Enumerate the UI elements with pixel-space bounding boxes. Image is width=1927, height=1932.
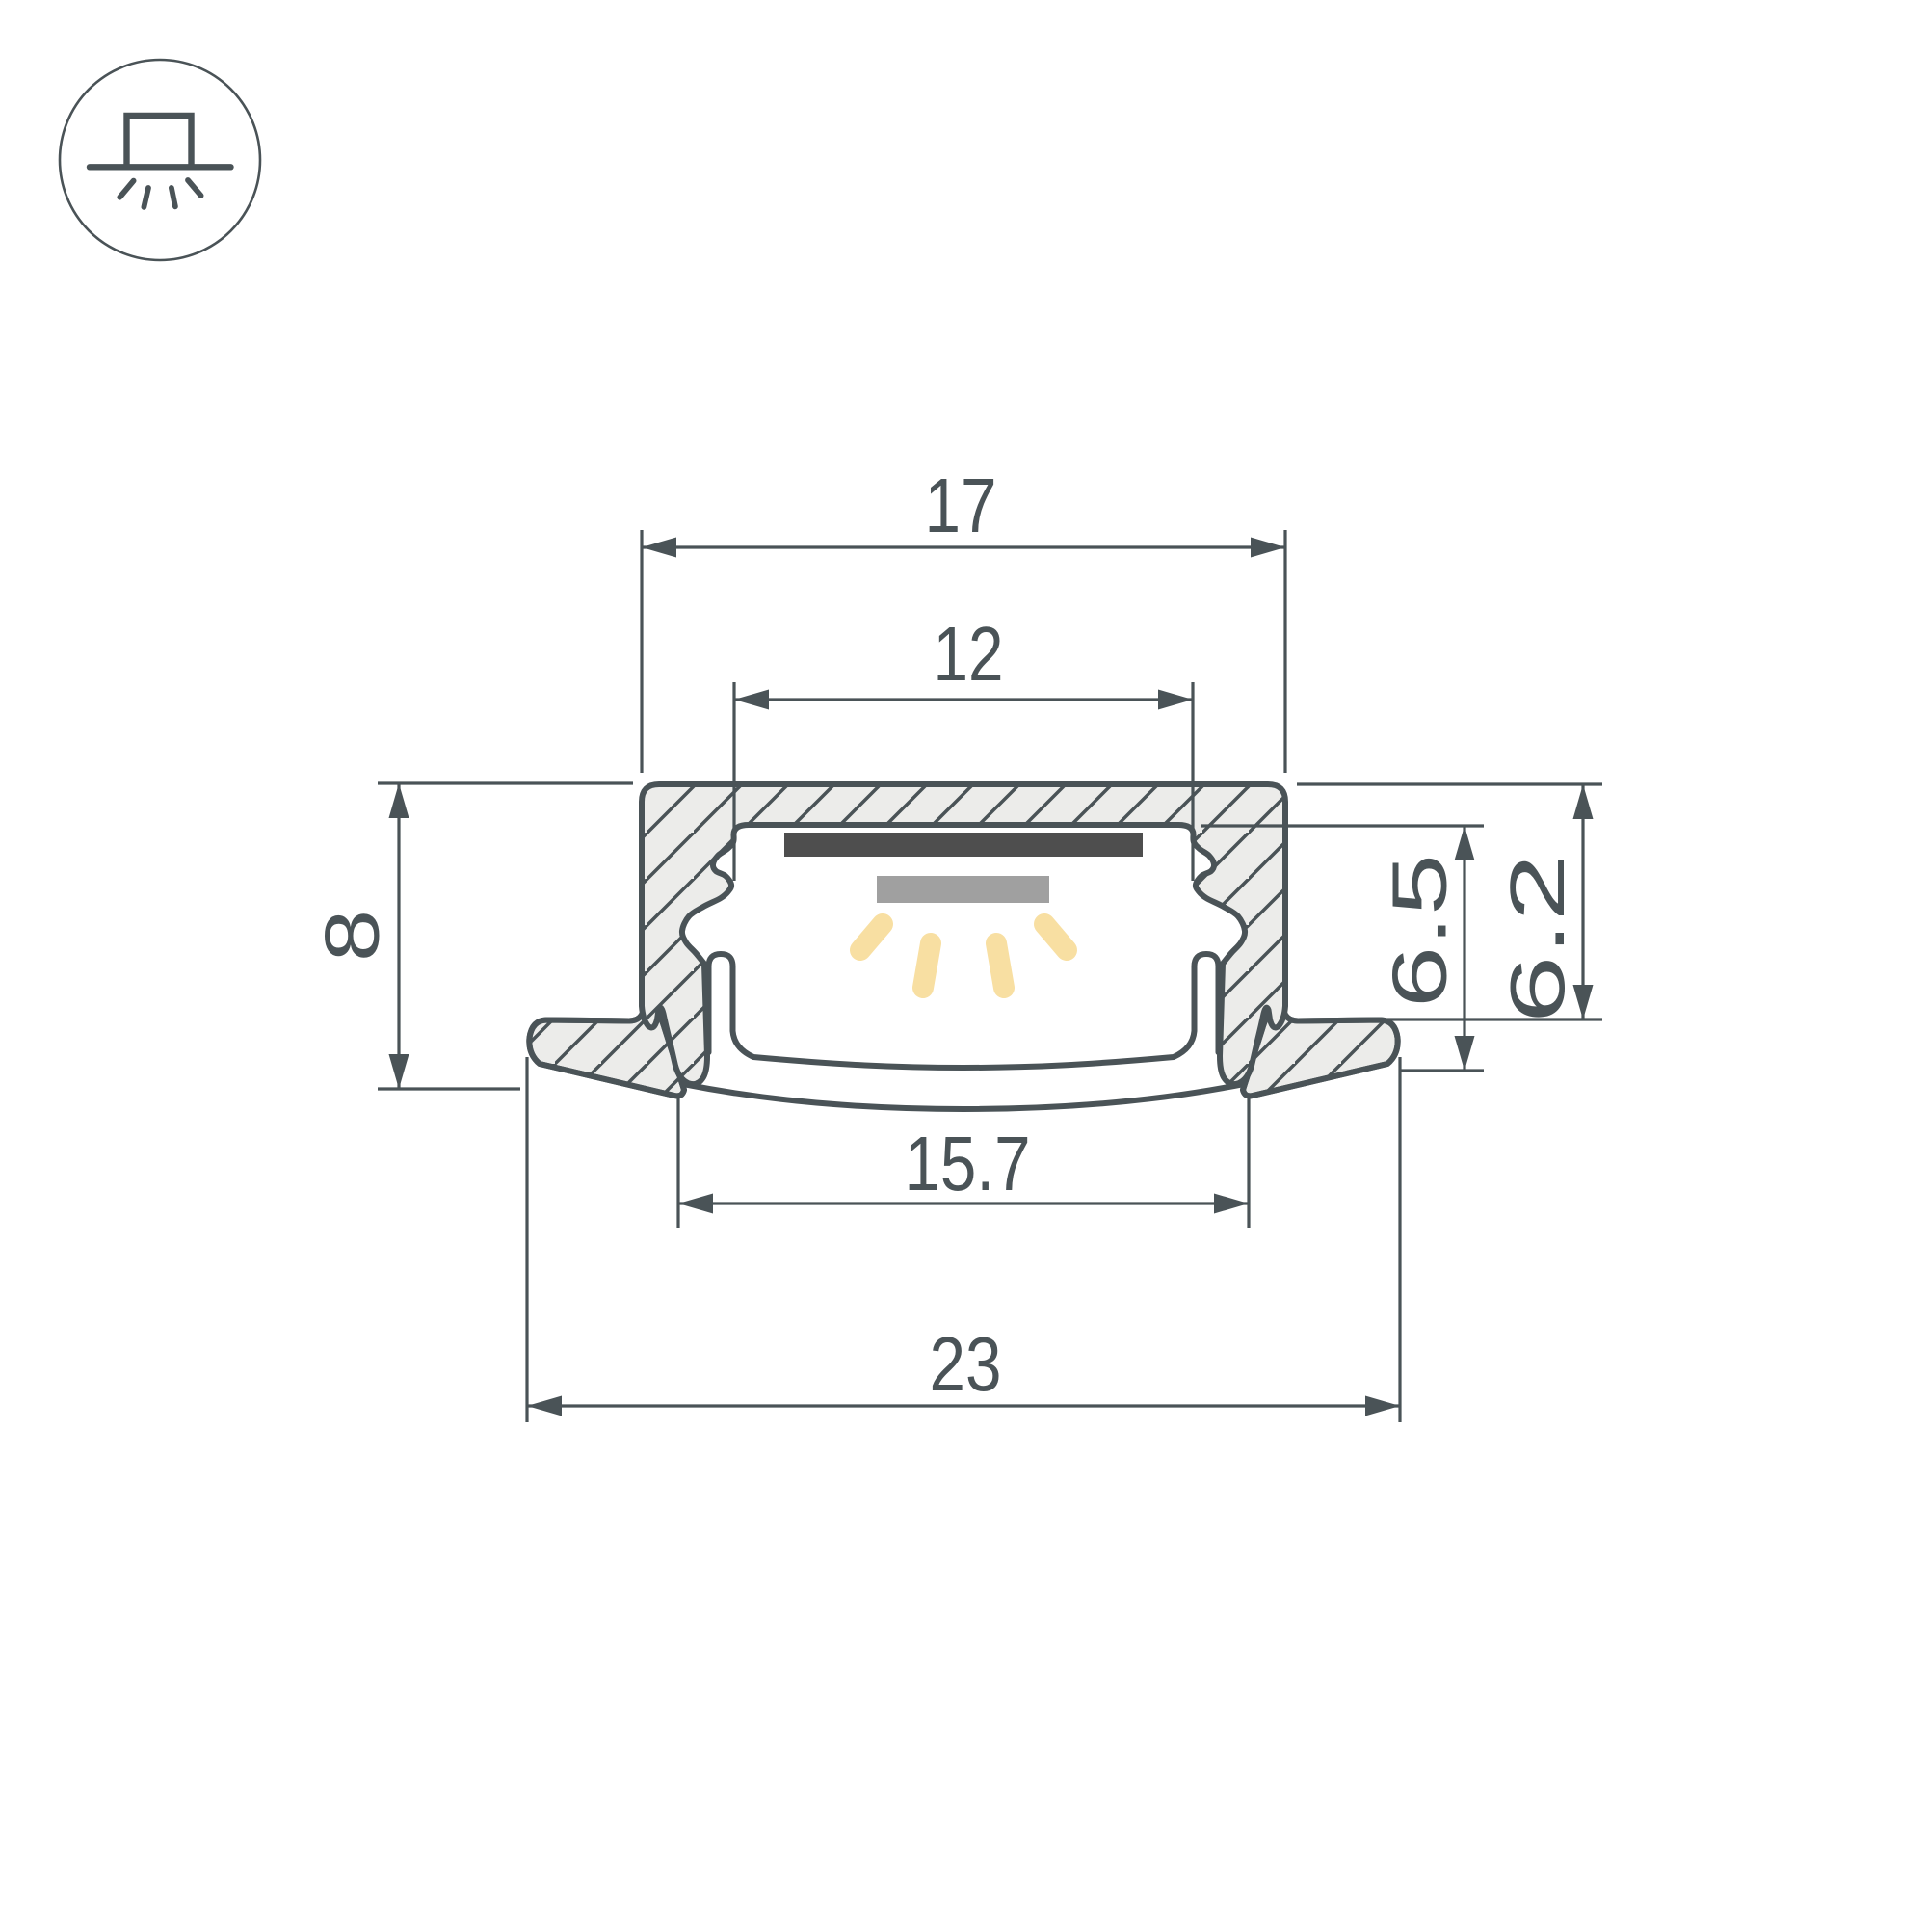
svg-text:17: 17 [925, 463, 997, 548]
svg-text:23: 23 [930, 1321, 1002, 1407]
svg-text:15.7: 15.7 [905, 1121, 1031, 1206]
svg-text:12: 12 [934, 611, 1004, 697]
svg-text:8: 8 [309, 910, 395, 962]
svg-text:6.5: 6.5 [1377, 854, 1463, 1008]
svg-text:6.2: 6.2 [1494, 854, 1580, 1023]
